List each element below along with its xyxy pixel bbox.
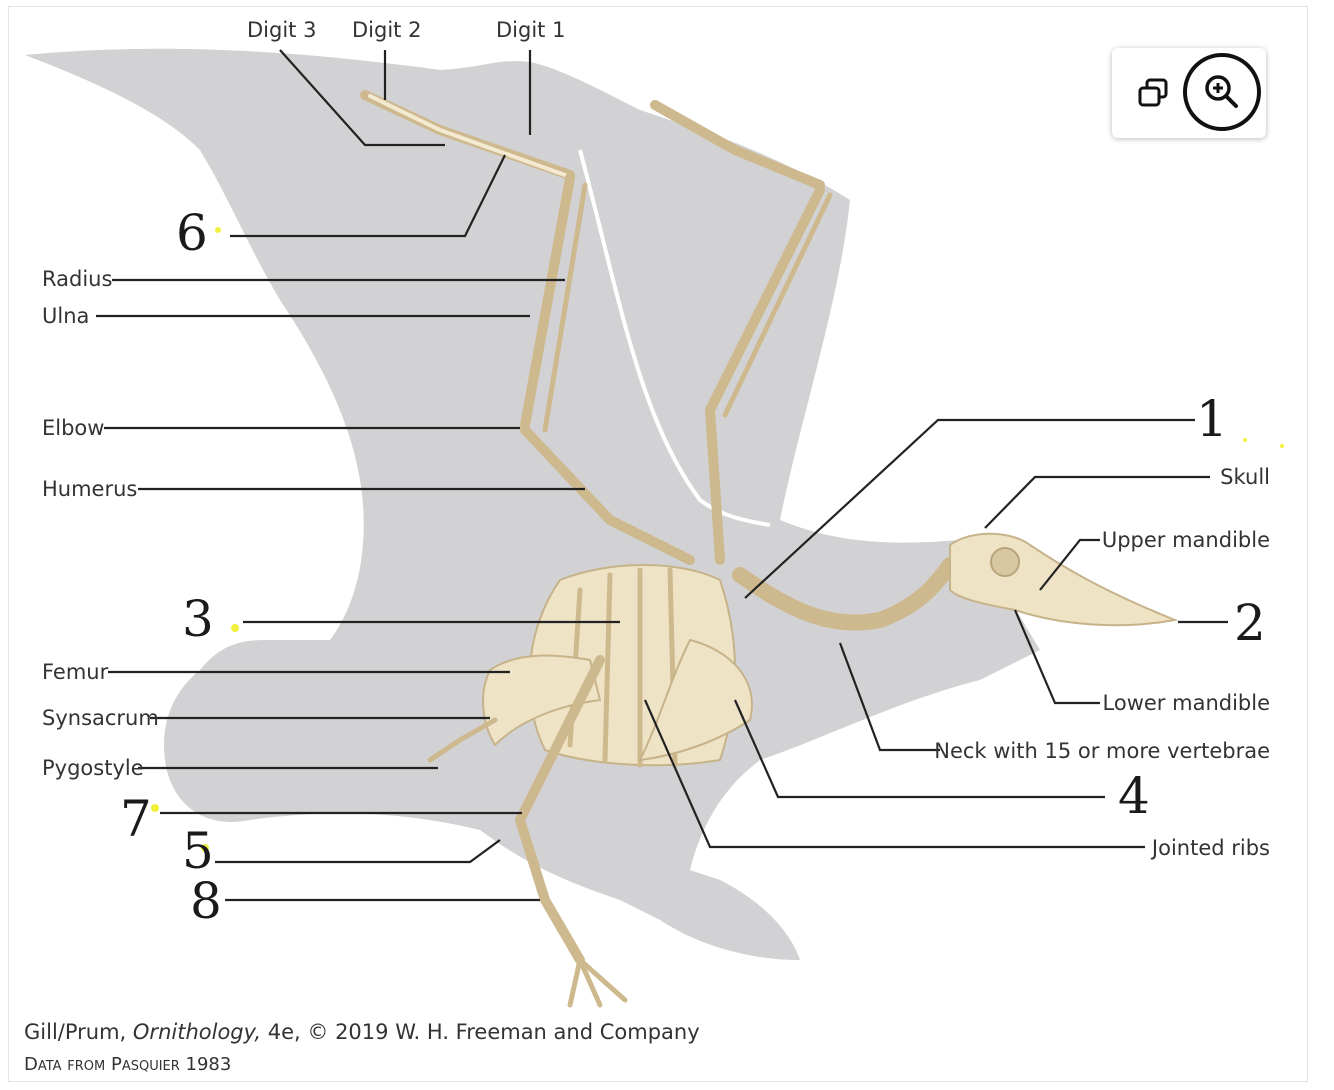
label-elbow: Elbow [42,416,104,440]
zoom-in-icon [1183,53,1261,131]
highlight-dot [151,804,159,812]
tibiotarsus-bone [515,815,585,965]
image-toolbar [1112,48,1266,138]
leader-5 [215,839,501,864]
number-1: 1 [1196,390,1228,448]
zoom-in-button[interactable] [1182,52,1262,132]
bird-silhouette [25,48,1040,960]
neck-vertebrae [732,557,958,631]
label-neck: Neck with 15 or more vertebrae [934,739,1270,763]
credit-rest: 4e, © 2019 W. H. Freeman and Company [261,1020,700,1044]
leader-digit3 [279,49,445,147]
label-radius: Radius [42,267,112,291]
silhouette-shape [25,48,1040,960]
number-5: 5 [182,822,214,880]
layers-button[interactable] [1134,74,1174,114]
left-ulna-bone [542,182,588,433]
left-radius-bone [520,173,575,430]
highlight-dots [151,227,1284,852]
figure-frame [8,6,1308,1082]
label-ulna: Ulna [42,304,89,328]
layers-icon [1138,78,1168,107]
highlight-dot [1243,438,1247,442]
label-upper-mandible: Upper mandible [1102,528,1270,552]
femur-bone [515,655,605,825]
label-pygostyle: Pygostyle [42,756,144,780]
leader-lower-mandible [1013,609,1100,705]
left-humerus-bone [520,425,695,565]
highlight-dot [215,227,221,233]
right-humerus-bone [705,405,725,565]
foot-bones [567,957,628,1008]
right-radius-bone [705,185,825,415]
sternum [638,638,753,762]
label-digit1: Digit 1 [496,18,565,42]
pelvis [482,654,602,747]
highlight-dot [231,624,239,632]
left-hand-highlight [368,94,567,177]
number-8: 8 [190,872,222,930]
label-humerus: Humerus [42,477,137,501]
number-6: 6 [176,204,208,262]
eye-socket [990,547,1020,577]
number-3: 3 [182,590,214,648]
highlight-dot [1280,444,1284,448]
label-digit2: Digit 2 [352,18,421,42]
label-jointed-ribs: Jointed ribs [1150,836,1270,860]
leader-upper-mandible [1039,538,1100,591]
right-ulna-bone [722,192,833,418]
silhouette-wing-edge [578,149,771,527]
tail-vertebrae [427,717,498,763]
highlight-dot [201,844,209,852]
number-4: 4 [1118,767,1150,825]
skeleton [360,90,1179,1008]
right-hand-bones [650,100,825,190]
label-skull: Skull [1220,465,1270,489]
leader-lines [96,49,1228,902]
leader-1 [744,418,1195,599]
number-7: 7 [120,790,152,848]
leader-skull [984,475,1210,529]
credit-book-title: Ornithology, [132,1020,262,1044]
leader-4 [733,699,1105,799]
number-2: 2 [1234,594,1266,652]
credit-authors: Gill/Prum, [24,1020,133,1044]
label-digit3: Digit 3 [247,18,316,42]
text-labels: Digit 3 Digit 2 Digit 1 Radius Ulna Elbo… [42,18,1270,930]
leader-6 [230,154,506,238]
leader-jointed-ribs [643,699,1145,849]
label-synsacrum: Synsacrum [42,706,159,730]
figure-source: Data from Pasquier 1983 [24,1054,232,1075]
leader-neck [838,642,940,752]
label-femur: Femur [42,660,109,684]
label-lower-mandible: Lower mandible [1103,691,1270,715]
figure-credit: Gill/Prum, Ornithology, 4e, © 2019 W. H.… [24,1020,700,1044]
